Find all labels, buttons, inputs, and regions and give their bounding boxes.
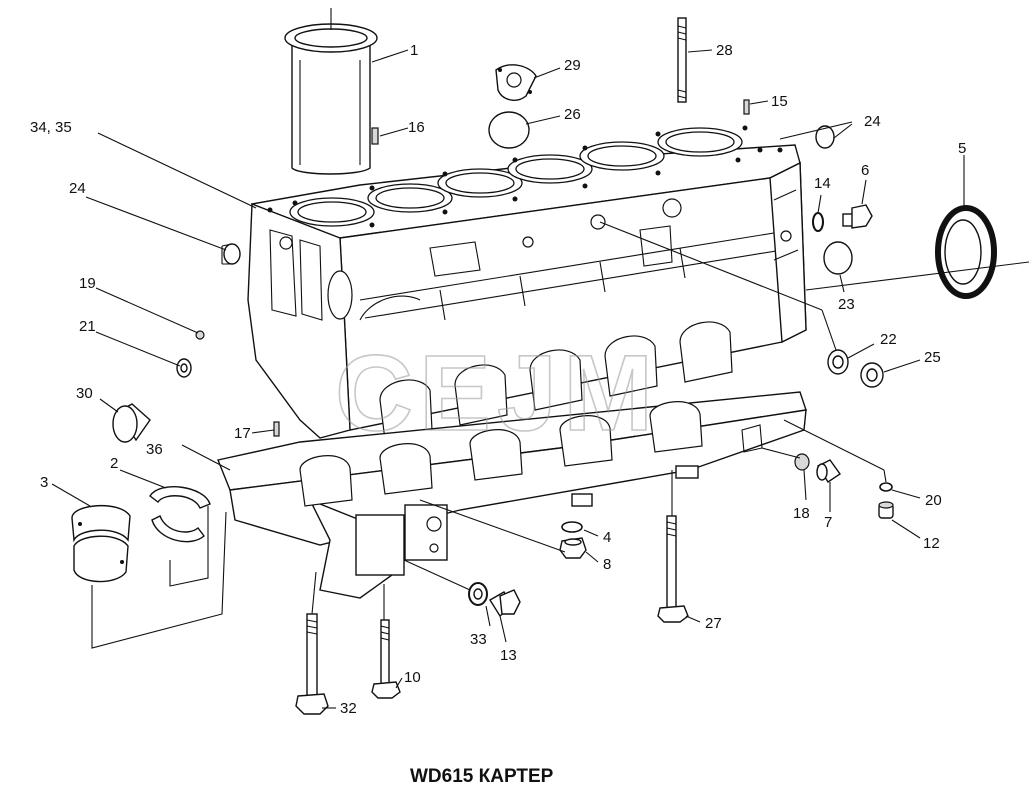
callout-29: 29 <box>564 57 581 74</box>
nut-part <box>559 537 587 559</box>
sleeve-part <box>816 459 841 483</box>
callout-32: 32 <box>340 700 357 717</box>
watermark: CEJM <box>335 332 659 453</box>
callout-14: 14 <box>814 175 831 192</box>
drain-plug-part <box>489 589 521 618</box>
callout-15: 15 <box>771 93 788 110</box>
washer-part <box>879 482 893 492</box>
dowel-pin-part <box>371 127 379 145</box>
callout-24: 24 <box>69 180 86 197</box>
bolt-part <box>657 515 689 623</box>
callout-36: 36 <box>146 441 163 458</box>
callout-4: 4 <box>603 529 611 546</box>
callout-labels: 1 2 3 4 5 6 7 8 10 12 13 14 15 16 17 18 … <box>30 42 966 717</box>
callout-26: 26 <box>564 106 581 123</box>
callout-5: 5 <box>958 140 966 157</box>
leader-lines <box>51 49 1029 709</box>
callout-34-35: 34, 35 <box>30 119 72 136</box>
dowel-pin-part <box>273 421 280 437</box>
callout-19: 19 <box>79 275 96 292</box>
stud-part <box>677 17 687 103</box>
screw-part <box>878 501 894 519</box>
bushing-part <box>860 362 884 388</box>
callout-12: 12 <box>923 535 940 552</box>
callout-17: 17 <box>234 425 251 442</box>
nut-part <box>794 453 810 471</box>
bolt-part <box>295 613 329 715</box>
plug-part <box>815 125 835 149</box>
callout-20: 20 <box>925 492 942 509</box>
callout-2: 2 <box>110 455 118 472</box>
callout-21: 21 <box>79 318 96 335</box>
plug-part <box>221 243 241 265</box>
callout-30: 30 <box>76 385 93 402</box>
oil-seal-part <box>935 205 997 299</box>
bolt-part <box>371 619 401 699</box>
cylinder-liner-part <box>284 8 378 175</box>
callout-23: 23 <box>838 296 855 313</box>
callout-25: 25 <box>924 349 941 366</box>
callout-28: 28 <box>716 42 733 59</box>
callout-22: 22 <box>880 331 897 348</box>
callout-27: 27 <box>705 615 722 632</box>
bushing-part <box>827 349 849 375</box>
cylinder-block <box>247 125 807 441</box>
callout-10: 10 <box>404 669 421 686</box>
callout-33: 33 <box>470 631 487 648</box>
camshaft-bushing-part <box>112 403 151 443</box>
crankcase-bedplate <box>217 391 807 599</box>
dowel-pin-part <box>743 99 750 115</box>
callout-7: 7 <box>824 514 832 531</box>
callout-24: 24 <box>864 113 881 130</box>
screw-plug-part <box>842 204 873 229</box>
cup-plug-part <box>488 111 530 149</box>
main-bearing-part <box>71 505 131 583</box>
callout-13: 13 <box>500 647 517 664</box>
callout-1: 1 <box>410 42 418 59</box>
callout-6: 6 <box>861 162 869 179</box>
diagram-title: WD615 КАРТЕР <box>410 766 554 787</box>
callout-18: 18 <box>793 505 810 522</box>
washer-part <box>812 212 824 232</box>
flange-plate-part <box>495 64 537 101</box>
washer-part <box>468 582 488 606</box>
callout-3: 3 <box>40 474 48 491</box>
thrust-washer-part <box>149 486 211 543</box>
plug-part <box>176 358 192 378</box>
callout-16: 16 <box>408 119 425 136</box>
callout-8: 8 <box>603 556 611 573</box>
plug-part <box>823 241 853 275</box>
washer-part <box>561 521 583 533</box>
